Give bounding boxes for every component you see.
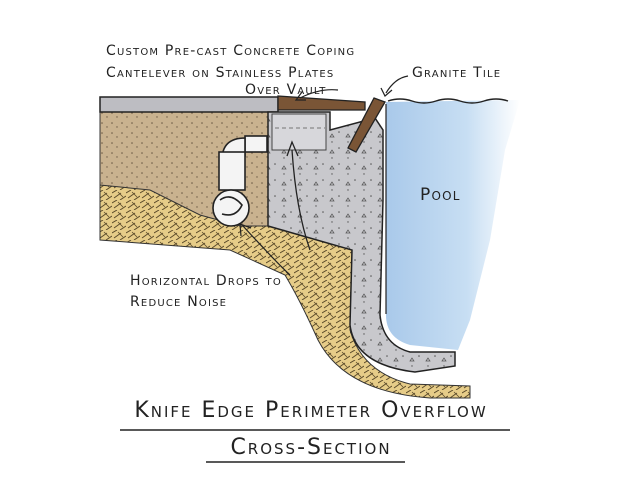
concrete-pool-shell	[267, 111, 456, 373]
granite-tile	[277, 95, 366, 111]
granite-tile-label: Granite Tile	[412, 65, 502, 81]
coping-label-line2: Cantelever on Stainless Plates	[106, 65, 335, 81]
pool-label: Pool	[420, 185, 461, 205]
concrete-coping	[99, 96, 279, 113]
granite-leader	[385, 75, 409, 94]
water-surface-line	[387, 98, 509, 104]
flow-arrow	[291, 149, 311, 251]
drops-label-line2: Reduce Noise	[130, 294, 228, 310]
gravel-bed	[99, 149, 471, 399]
drops-leader	[242, 225, 291, 276]
pool-water	[386, 100, 520, 350]
diagram-subtitle: Cross-Section	[230, 435, 392, 460]
coping-label-line1: Custom Pre-cast Concrete Coping	[106, 43, 356, 59]
coping-leader	[299, 89, 339, 99]
knife-edge-granite	[347, 97, 386, 153]
drain-pipe	[212, 135, 268, 227]
diagram-title: Knife Edge Perimeter Overflow	[134, 398, 488, 423]
coping-label-line3: Over Vault	[245, 82, 327, 98]
drops-label-line1: Horizontal Drops to	[130, 273, 282, 289]
overflow-vault	[271, 113, 327, 151]
